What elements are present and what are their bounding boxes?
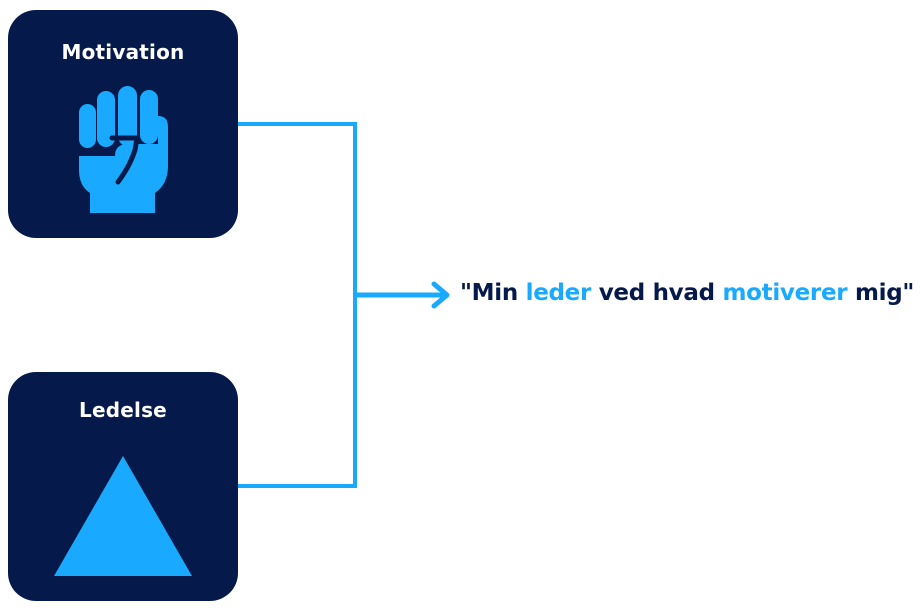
triangle-icon xyxy=(54,456,192,576)
arrow-head-icon xyxy=(431,281,450,309)
motivation-card: Motivation xyxy=(8,10,238,238)
quote-part: mig" xyxy=(847,280,915,306)
ledelse-card: Ledelse xyxy=(8,372,238,601)
motivation-card-title: Motivation xyxy=(61,40,185,64)
quote-highlight-leder: leder xyxy=(525,280,592,306)
ledelse-card-title: Ledelse xyxy=(79,398,167,422)
connector-top-line xyxy=(238,122,357,488)
quote-part: "Min xyxy=(460,280,526,306)
quote-text: "Min leder ved hvad motiverer mig" xyxy=(460,280,914,306)
fist-icon xyxy=(79,86,168,213)
quote-highlight-motiverer: motiverer xyxy=(722,280,848,306)
quote-part: ved hvad xyxy=(591,280,723,306)
